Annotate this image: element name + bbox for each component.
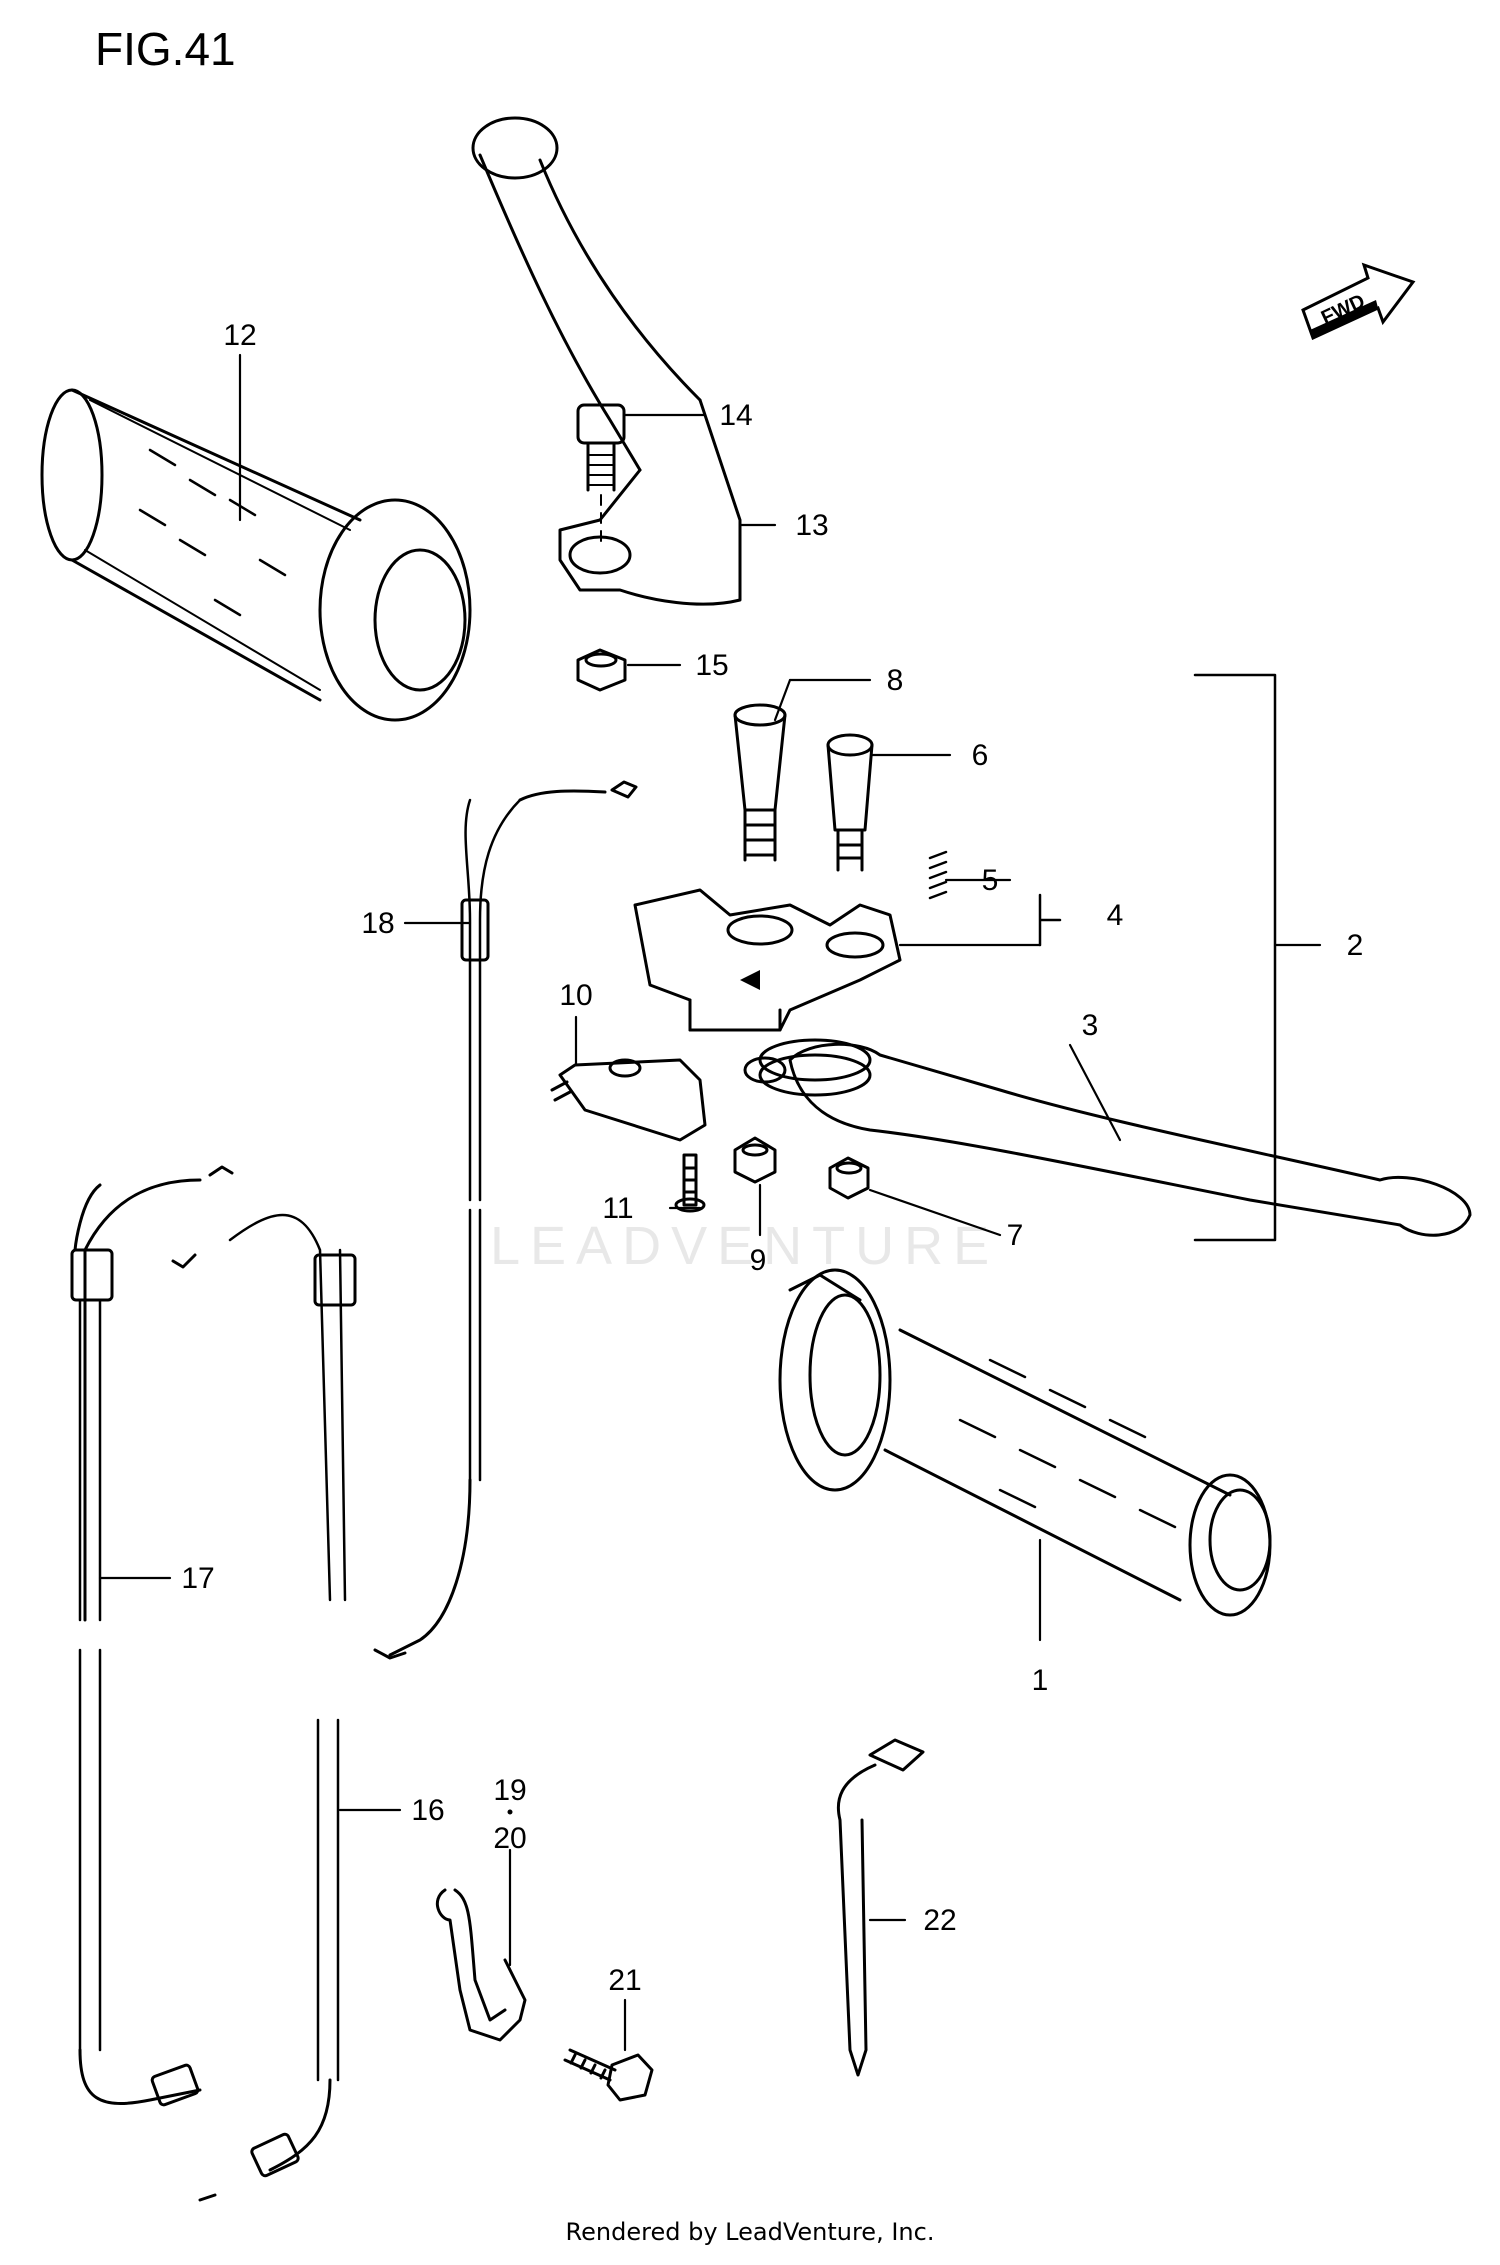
figure-title: FIG.41	[95, 23, 236, 75]
callout-7: 7	[1007, 1219, 1024, 1252]
callout-4: 4	[1107, 899, 1124, 932]
callout-10: 10	[559, 979, 592, 1012]
callout-11: 11	[602, 1192, 633, 1225]
callout-21: 21	[608, 1964, 641, 1997]
part-18-cable	[373, 780, 638, 1660]
part-13-lever	[471, 116, 742, 606]
callout-1: 1	[1032, 1664, 1049, 1697]
callout-9: 9	[750, 1244, 767, 1277]
part-4-bracket	[633, 888, 902, 1032]
fwd-arrow-icon: FWD	[1301, 262, 1416, 340]
callout-6: 6	[972, 739, 989, 772]
bracket-2	[1193, 673, 1277, 1242]
part-1-grip	[778, 1268, 1272, 1617]
callout-22: 22	[923, 1904, 956, 1937]
part-3-lever	[743, 1038, 1472, 1237]
part-7-nut	[828, 1156, 870, 1200]
part-9-nut	[733, 1136, 777, 1184]
callout-16: 16	[411, 1794, 444, 1827]
callout-2: 2	[1347, 929, 1364, 962]
part-21-bolt	[563, 2048, 654, 2102]
leader-lines	[98, 353, 1322, 2052]
part-16-cable	[171, 1213, 357, 2202]
part-5-spring	[928, 850, 948, 900]
callout-18: 18	[361, 907, 394, 940]
part-11-screw	[674, 1153, 706, 1213]
callout-15: 15	[695, 649, 728, 682]
watermark: LEADVENTURE	[490, 1216, 1000, 1276]
part-12-grip	[40, 388, 472, 722]
callout-17: 17	[181, 1562, 214, 1595]
separator-dot	[507, 1809, 513, 1815]
part-20-clip	[435, 1888, 527, 2042]
footer-credit: Rendered by LeadVenture, Inc.	[565, 2218, 935, 2246]
callout-19: 19	[493, 1774, 526, 1807]
callout-14: 14	[719, 399, 752, 432]
part-22-tie	[836, 1738, 925, 2077]
callout-12: 12	[223, 319, 256, 352]
part-8-bolt	[733, 703, 787, 862]
bracket-4	[1038, 893, 1062, 947]
callout-20: 20	[493, 1822, 526, 1855]
part-14-bolt	[576, 403, 626, 546]
part-15-nut	[576, 648, 627, 692]
callout-labels: 1 2 3 4 5 6 7 8 9 10 11 12 13 14 15 16 1…	[181, 319, 1363, 1997]
part-6-bolt	[826, 733, 874, 872]
callout-3: 3	[1082, 1009, 1099, 1042]
callout-13: 13	[795, 509, 828, 542]
part-17-cable	[70, 1165, 234, 2107]
part-10-switch	[550, 1058, 707, 1142]
callout-5: 5	[982, 864, 999, 897]
callout-8: 8	[887, 664, 904, 697]
